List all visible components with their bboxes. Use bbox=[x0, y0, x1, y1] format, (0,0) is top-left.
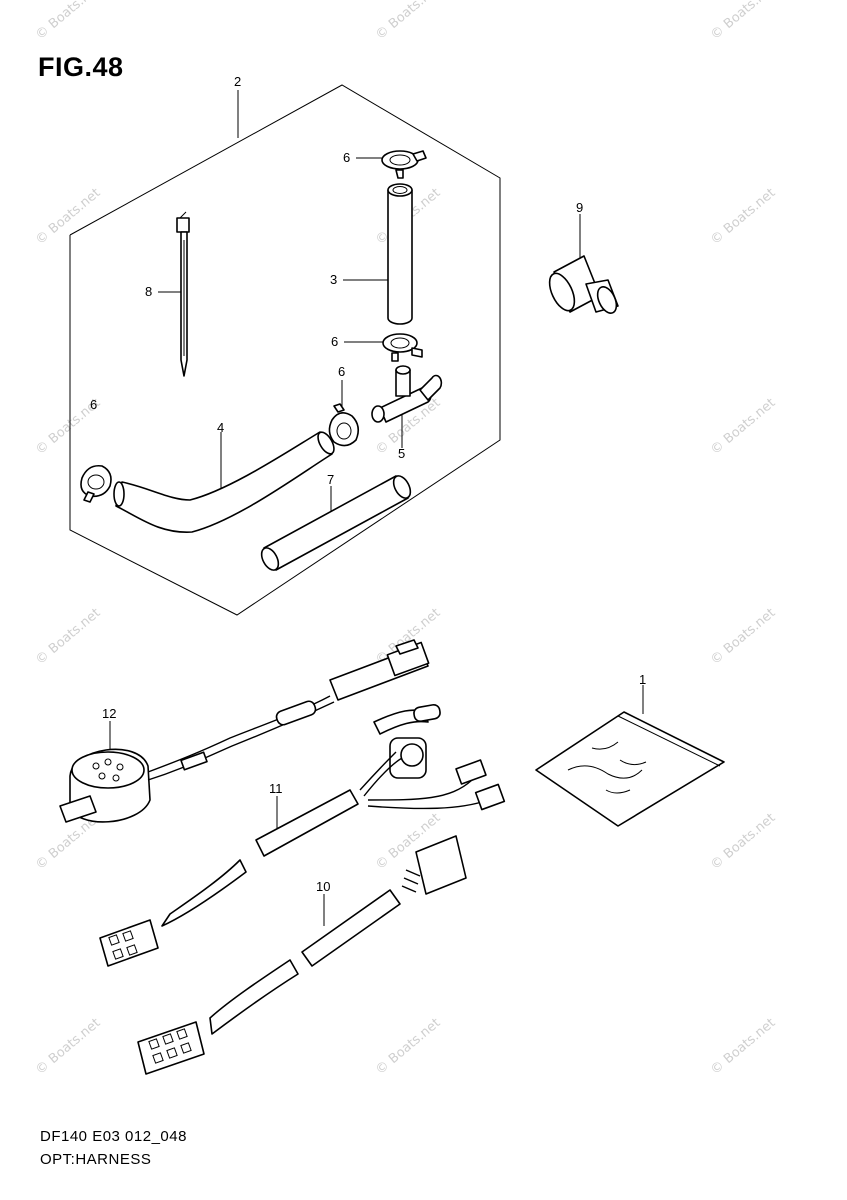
buzzer-harness bbox=[59, 639, 430, 823]
drawing-name: OPT:HARNESS bbox=[40, 1151, 152, 1168]
callout-3: 3 bbox=[330, 272, 337, 287]
watermark: © Boats.net bbox=[33, 0, 103, 43]
watermark: © Boats.net bbox=[708, 1016, 778, 1078]
callout-6: 6 bbox=[343, 150, 350, 165]
watermark: © Boats.net bbox=[708, 606, 778, 668]
watermark: © Boats.net bbox=[708, 396, 778, 458]
watermark: © Boats.net bbox=[33, 1016, 103, 1078]
main-harness bbox=[99, 703, 506, 967]
watermark: © Boats.net bbox=[708, 186, 778, 248]
callout-6: 6 bbox=[338, 364, 345, 379]
watermark: © Boats.net bbox=[708, 811, 778, 873]
watermark: © Boats.net bbox=[708, 0, 778, 43]
callout-10: 10 bbox=[316, 879, 330, 894]
callout-6: 6 bbox=[90, 397, 97, 412]
clamp-left bbox=[80, 464, 112, 503]
clamp-middle bbox=[382, 333, 423, 362]
callout-2: 2 bbox=[234, 74, 241, 89]
extension-harness bbox=[137, 835, 467, 1075]
hose-straight bbox=[260, 475, 412, 571]
callout-6: 6 bbox=[331, 334, 338, 349]
callout-11: 11 bbox=[269, 781, 283, 796]
hose-bent bbox=[113, 431, 335, 533]
drawing-code: DF140 E03 012_048 bbox=[40, 1128, 187, 1145]
tee-joint bbox=[371, 365, 443, 423]
callout-8: 8 bbox=[145, 284, 152, 299]
hose-vertical bbox=[387, 183, 413, 325]
clamp-lower bbox=[328, 403, 360, 447]
callout-1: 1 bbox=[639, 672, 646, 687]
watermark: © Boats.net bbox=[33, 186, 103, 248]
callout-5: 5 bbox=[398, 446, 405, 461]
callout-7: 7 bbox=[327, 472, 334, 487]
kit-box bbox=[69, 84, 501, 616]
callout-12: 12 bbox=[102, 706, 116, 721]
figure-title: FIG.48 bbox=[38, 52, 124, 82]
watermark: © Boats.net bbox=[373, 1016, 443, 1078]
callout-4: 4 bbox=[217, 420, 224, 435]
callout-9: 9 bbox=[576, 200, 583, 215]
parts-bag bbox=[535, 711, 725, 827]
watermark: © Boats.net bbox=[33, 606, 103, 668]
clamp-top bbox=[381, 150, 427, 179]
callout-labels: 2 6 8 3 6 6 6 4 5 7 9 1 12 11 10 bbox=[90, 74, 646, 894]
watermark: © Boats.net bbox=[373, 0, 443, 43]
connector-plug bbox=[548, 255, 619, 314]
cable-tie bbox=[176, 211, 190, 377]
